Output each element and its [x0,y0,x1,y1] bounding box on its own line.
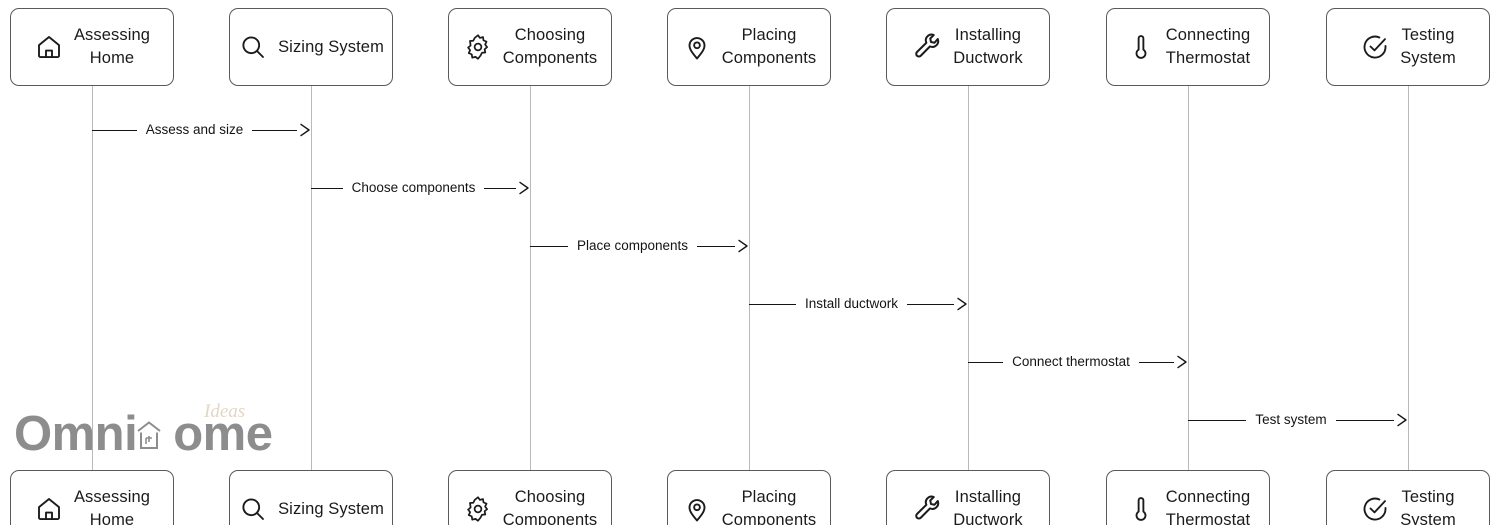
gear-icon [463,32,493,62]
participant-choosing-components-bottom[interactable]: Choosing Components [448,470,612,525]
message-connect-thermostat[interactable]: Connect thermostat [968,351,1188,373]
message-line [92,129,137,131]
search-icon [238,494,268,524]
watermark-word-one: Omni [14,407,138,461]
wrench-icon [913,32,943,62]
thermometer-icon [1126,494,1156,524]
participant-connecting-thermostat-bottom[interactable]: Connecting Thermostat [1106,470,1270,525]
arrowhead-icon [296,122,311,138]
message-label: Assess and size [145,122,244,138]
check-circle-icon [1360,494,1390,524]
message-line [484,187,517,189]
participant-choosing-components-top[interactable]: Choosing Components [448,8,612,86]
participant-sizing-system-top[interactable]: Sizing System [229,8,393,86]
participant-label: Choosing Components [502,488,598,525]
gear-icon [463,494,493,524]
message-line [1138,361,1174,363]
message-line [968,361,1004,363]
participant-testing-system-top[interactable]: Testing System [1326,8,1490,86]
message-line [1335,419,1395,421]
thermometer-icon [1126,32,1156,62]
participant-assessing-home-bottom[interactable]: Assessing Home [10,470,174,525]
arrowhead-icon [1173,354,1188,370]
participant-label: Connecting Thermostat [1165,26,1251,67]
participant-testing-system-bottom[interactable]: Testing System [1326,470,1490,525]
participant-label: Testing System [1400,26,1456,67]
watermark-word-two: ome [173,407,273,461]
lifeline-placing-components [749,86,750,472]
message-line [530,245,568,247]
participant-assessing-home-top[interactable]: Assessing Home [10,8,174,86]
message-line [697,245,736,247]
wrench-icon [913,494,943,524]
message-line [311,187,343,189]
map-pin-icon [682,32,712,62]
map-pin-icon [682,494,712,524]
participant-label: Placing Components [721,488,817,525]
participant-label: Assessing Home [73,26,151,67]
participant-label: Installing Ductwork [953,488,1023,525]
participant-installing-ductwork-top[interactable]: Installing Ductwork [886,8,1050,86]
arrowhead-icon [1393,412,1408,428]
message-place-components[interactable]: Place components [530,235,749,257]
participant-placing-components-top[interactable]: Placing Components [667,8,831,86]
message-line [749,303,796,305]
house-icon [34,32,64,62]
lifeline-testing-system [1408,86,1409,472]
arrowhead-icon [953,296,968,312]
lifeline-assessing-home [92,86,93,472]
message-label: Place components [576,238,689,254]
participant-label: Assessing Home [73,488,151,525]
message-label: Connect thermostat [1012,354,1130,370]
lifeline-installing-ductwork [968,86,969,472]
participant-connecting-thermostat-top[interactable]: Connecting Thermostat [1106,8,1270,86]
message-label: Choose components [351,180,476,196]
check-circle-icon [1360,32,1390,62]
lifeline-choosing-components [530,86,531,472]
message-choose-components[interactable]: Choose components [311,177,530,199]
participant-label: Choosing Components [502,26,598,67]
lifeline-sizing-system [311,86,312,472]
participant-label: Installing Ductwork [953,26,1023,67]
message-line [907,303,955,305]
participant-label: Connecting Thermostat [1165,488,1251,525]
watermark-tagline: Ideas [204,401,246,422]
search-icon [238,32,268,62]
watermark-house-icon [136,420,162,450]
message-install-ductwork[interactable]: Install ductwork [749,293,968,315]
message-assess-and-size[interactable]: Assess and size [92,119,311,141]
participant-label: Sizing System [278,37,384,56]
participant-label: Testing System [1400,488,1456,525]
message-test-system[interactable]: Test system [1188,409,1408,431]
message-line [1188,419,1247,421]
message-label: Install ductwork [804,296,899,312]
participant-sizing-system-bottom[interactable]: Sizing System [229,470,393,525]
participant-placing-components-bottom[interactable]: Placing Components [667,470,831,525]
arrowhead-icon [515,180,530,196]
participant-label: Sizing System [278,499,384,518]
message-line [252,129,298,131]
lifeline-connecting-thermostat [1188,86,1189,472]
participant-installing-ductwork-bottom[interactable]: Installing Ductwork [886,470,1050,525]
message-label: Test system [1255,412,1327,428]
participant-label: Placing Components [721,26,817,67]
arrowhead-icon [734,238,749,254]
house-icon [34,494,64,524]
